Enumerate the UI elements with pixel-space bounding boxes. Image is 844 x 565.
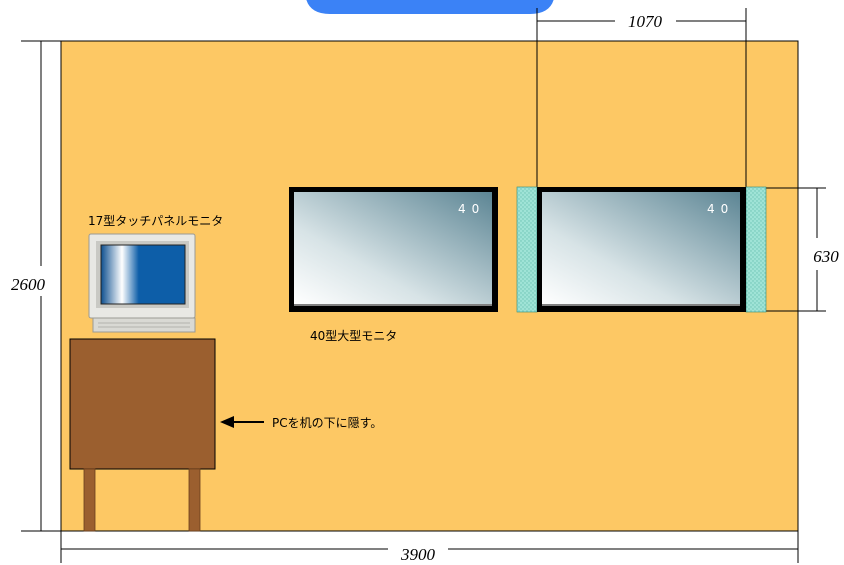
width-dimension-label: 3900 <box>400 545 436 564</box>
touch-monitor-label: 17型タッチパネルモニタ <box>88 214 223 228</box>
monitor-height-dimension-label: 630 <box>813 247 839 266</box>
monitor-height-dimension <box>766 187 826 312</box>
desk <box>69 338 216 532</box>
monitor-width-dimension <box>536 8 747 188</box>
pc-note-label: PCを机の下に隠す。 <box>272 416 382 430</box>
large-monitor-label: 40型大型モニタ <box>310 329 397 343</box>
monitor-width-dimension-label: 1070 <box>628 12 663 31</box>
large-monitor-left-number: 40 <box>458 202 485 216</box>
height-dimension-label: 2600 <box>11 275 46 294</box>
pc-note-arrow <box>220 416 264 428</box>
spacer-right <box>745 186 767 313</box>
large-monitor-right: 40 <box>537 187 746 312</box>
spacer-left <box>516 186 538 313</box>
large-monitor-right-number: 40 <box>707 202 734 216</box>
large-monitor-left: 40 <box>289 187 498 312</box>
width-dimension <box>60 531 799 563</box>
height-dimension <box>21 40 61 532</box>
touch-panel-monitor <box>88 233 196 333</box>
header-tab <box>305 0 555 14</box>
